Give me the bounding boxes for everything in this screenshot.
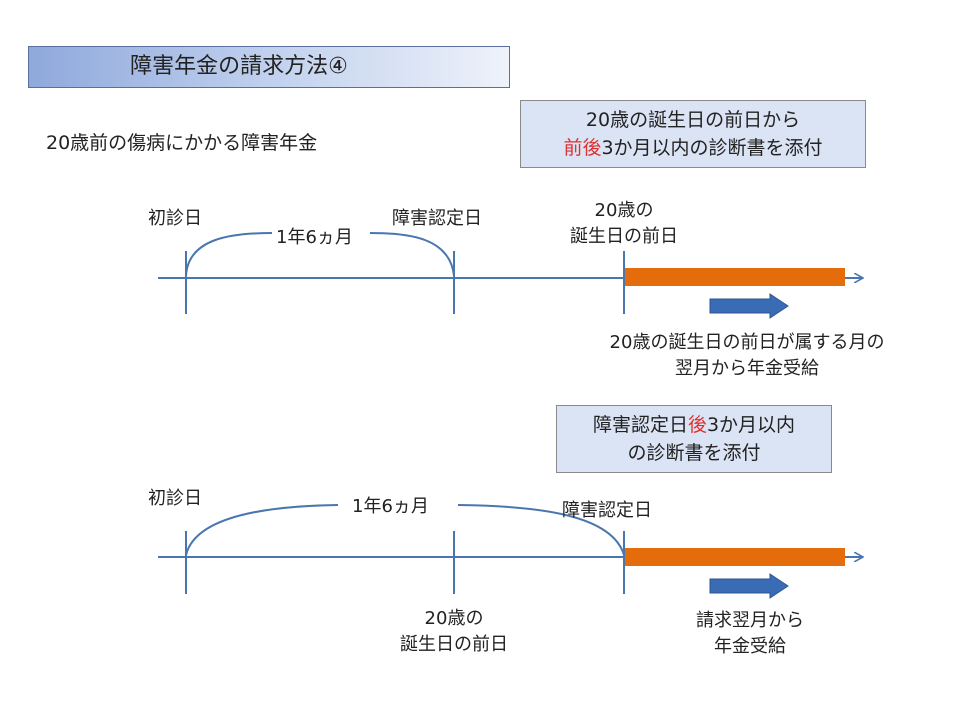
timeline-1-recognition-label: 障害認定日 [392, 208, 482, 229]
note-box-2-line2: の診断書を添付 [627, 442, 761, 464]
note-box-2-line1: 障害認定日後3か月以内 [592, 414, 796, 436]
note-box-1: 20歳の誕生日の前日から 前後3か月以内の診断書を添付 [520, 100, 866, 168]
timeline-2-arrow-icon [709, 573, 789, 599]
note-box-1-emphasis: 前後 [563, 137, 602, 159]
timeline-2-recognition-label: 障害認定日 [562, 500, 652, 521]
timeline-1-benefit-bar [625, 268, 845, 286]
subtitle: 20歳前の傷病にかかる障害年金 [46, 132, 318, 154]
timeline-2-receive-label: 請求翌月から 年金受給 [696, 610, 804, 657]
note-box-1-line1: 20歳の誕生日の前日から [585, 109, 801, 131]
timeline-1-span-arc [185, 232, 455, 277]
timeline-2-benefit-bar [625, 548, 845, 566]
timeline-2 [158, 504, 862, 599]
timeline-1 [158, 232, 862, 319]
timeline-2-span-label: 1年6ヵ月 [352, 496, 429, 517]
timeline-1-receive-label: 20歳の誕生日の前日が属する月の 翌月から年金受給 [609, 332, 885, 379]
timeline-1-span-label: 1年6ヵ月 [276, 227, 353, 248]
timeline-2-birthday-label: 20歳の 誕生日の前日 [400, 608, 508, 655]
timeline-2-first-visit-label: 初診日 [148, 488, 202, 509]
page-title: 障害年金の請求方法④ [28, 46, 510, 88]
note-box-1-line2: 前後3か月以内の診断書を添付 [563, 137, 823, 159]
timeline-1-arrow-icon [709, 293, 789, 319]
timeline-2-span-arc [185, 504, 625, 556]
note-box-2: 障害認定日後3か月以内 の診断書を添付 [556, 405, 832, 473]
note-box-2-emphasis: 後 [687, 414, 707, 436]
timeline-1-birthday-label: 20歳の 誕生日の前日 [570, 200, 678, 247]
timeline-1-first-visit-label: 初診日 [148, 208, 202, 229]
